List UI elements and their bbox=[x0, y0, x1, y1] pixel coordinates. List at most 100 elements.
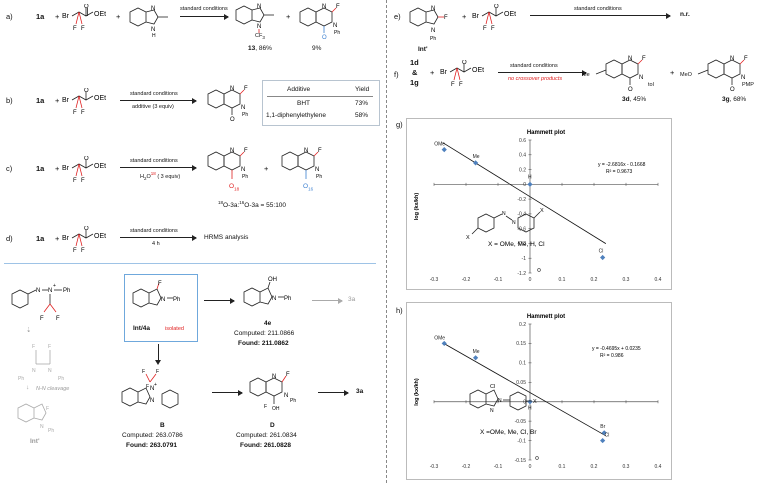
y-axis-label: log (kx/kh) bbox=[414, 193, 420, 221]
svg-text:F: F bbox=[81, 248, 85, 254]
int-prime-molecule-gray: F N Ph bbox=[17, 403, 54, 434]
data-point-me bbox=[473, 355, 479, 361]
x-bond-left bbox=[471, 227, 479, 235]
product-3d-yield: 3d, 45% bbox=[622, 96, 647, 103]
isotope-ratio: 18O-3a:16O-3a = 55:100 bbox=[218, 200, 287, 210]
x-tick-label: 0.3 bbox=[623, 277, 630, 283]
product-3g-molecule: N F N O bbox=[697, 56, 748, 93]
indazole-pyrazole-ring bbox=[485, 389, 499, 407]
chart-title: Hammett plot bbox=[527, 314, 565, 320]
svg-text:OEt: OEt bbox=[94, 233, 106, 240]
svg-text:O: O bbox=[230, 117, 235, 123]
svg-text:O: O bbox=[84, 226, 89, 232]
data-point-cl bbox=[600, 437, 606, 444]
panel-e-label: e) bbox=[394, 12, 401, 21]
table-row-1-additive: BHT bbox=[297, 100, 310, 107]
product-3d-molecule: N F N O bbox=[595, 56, 646, 93]
no-reaction: n.r. bbox=[680, 11, 690, 18]
svg-text:F: F bbox=[264, 404, 267, 410]
svg-text:F: F bbox=[32, 344, 35, 350]
panel-a-label: a) bbox=[6, 12, 13, 21]
svg-text:Ph: Ph bbox=[173, 297, 180, 303]
svg-text:F: F bbox=[336, 4, 340, 10]
product-4e-label: 4e bbox=[264, 320, 272, 327]
plus-sign-2: + bbox=[116, 12, 121, 21]
nn-cleavage-label: N-N cleavage bbox=[36, 386, 70, 392]
panel-d-condition-top: standard conditions bbox=[130, 228, 178, 234]
int-prime-e: Int' bbox=[418, 46, 428, 53]
svg-text:F: F bbox=[46, 406, 49, 412]
svg-text:Br: Br bbox=[62, 97, 70, 104]
y-tick-label: -1 bbox=[522, 256, 527, 262]
additive-table: Additive Yield BHT 73% 1,1-diphenylethyl… bbox=[262, 80, 380, 126]
table-row-2-yield: 58% bbox=[355, 112, 369, 119]
fit-line bbox=[442, 142, 607, 244]
computed-B: Computed: 263.0786 bbox=[122, 432, 183, 439]
svg-text:N: N bbox=[48, 368, 52, 374]
svg-text:+: + bbox=[154, 382, 157, 388]
svg-text:Ph: Ph bbox=[58, 376, 64, 382]
data-label-me: Me bbox=[473, 154, 480, 160]
quinazolinone-o16-molecule: N F N Ph bbox=[281, 148, 322, 180]
svg-text:N: N bbox=[333, 23, 337, 29]
svg-text:F: F bbox=[158, 281, 162, 287]
x-tick-label: 0.3 bbox=[623, 464, 630, 470]
data-point-cl bbox=[600, 254, 606, 261]
arrow-to-3a bbox=[318, 389, 349, 396]
intermediate-B-label: B bbox=[160, 422, 165, 429]
svg-text:N: N bbox=[241, 167, 245, 173]
plus-sign-c2: + bbox=[264, 164, 269, 173]
svg-text:OEt: OEt bbox=[504, 11, 516, 18]
x-tick-label: 0.4 bbox=[655, 464, 662, 470]
stray-marker bbox=[537, 268, 541, 272]
svg-text:Ph: Ph bbox=[242, 112, 248, 118]
panel-g-label: g) bbox=[396, 120, 403, 129]
arrow-down-gray-2: ↓ bbox=[26, 384, 30, 391]
arrow-down-to-B bbox=[158, 344, 159, 362]
data-label-ome: OMe bbox=[434, 335, 445, 341]
plus-sign-c: + bbox=[55, 164, 60, 173]
arrow-to-4e bbox=[204, 297, 235, 304]
svg-text:F: F bbox=[48, 344, 51, 350]
plus-sign-3: + bbox=[286, 12, 291, 21]
svg-text:OEt: OEt bbox=[472, 67, 484, 74]
y-tick-label: -0.4 bbox=[517, 212, 526, 218]
panel-c-condition-bottom: H2O18 ( 3 equiv) bbox=[140, 171, 181, 181]
svg-text:N: N bbox=[150, 398, 154, 404]
svg-text:N: N bbox=[151, 27, 155, 33]
svg-text:N: N bbox=[230, 148, 234, 154]
data-point-me bbox=[473, 160, 479, 166]
x-tick-label: -0.3 bbox=[430, 464, 439, 470]
svg-text:OH: OH bbox=[268, 277, 277, 283]
y-tick-label: -0.1 bbox=[517, 438, 526, 444]
panel-b-arrow bbox=[120, 97, 197, 104]
ampersand: & bbox=[412, 68, 418, 77]
x-tick-label: 0 bbox=[529, 277, 532, 283]
data-label-h: H bbox=[528, 406, 532, 412]
svg-text:N: N bbox=[628, 56, 632, 62]
svg-text:N: N bbox=[304, 148, 308, 154]
x-tick-label: 0.2 bbox=[591, 277, 598, 283]
panel-f-condition-top: standard conditions bbox=[510, 63, 558, 69]
reactant-1a-d: 1a bbox=[36, 234, 45, 243]
product-3d-me: Me bbox=[582, 72, 590, 78]
azo-n2: N bbox=[512, 220, 516, 226]
x-tick-label: -0.2 bbox=[462, 464, 471, 470]
svg-text:N: N bbox=[272, 296, 276, 302]
x-tick-label: -0.1 bbox=[494, 464, 503, 470]
svg-text:F: F bbox=[73, 248, 77, 254]
svg-text:Br: Br bbox=[472, 13, 480, 20]
x-tick-label: 0.2 bbox=[591, 464, 598, 470]
x-substituent-right: X bbox=[540, 208, 544, 214]
panel-c-condition-top: standard conditions bbox=[130, 158, 178, 164]
panel-d-condition-bottom: 4 h bbox=[152, 241, 160, 247]
svg-text:Br: Br bbox=[440, 69, 448, 76]
svg-text:F: F bbox=[146, 384, 149, 390]
svg-text:N: N bbox=[315, 167, 319, 173]
data-label-cl: Cl bbox=[605, 433, 610, 439]
azobenzene-ring-right bbox=[517, 213, 535, 233]
